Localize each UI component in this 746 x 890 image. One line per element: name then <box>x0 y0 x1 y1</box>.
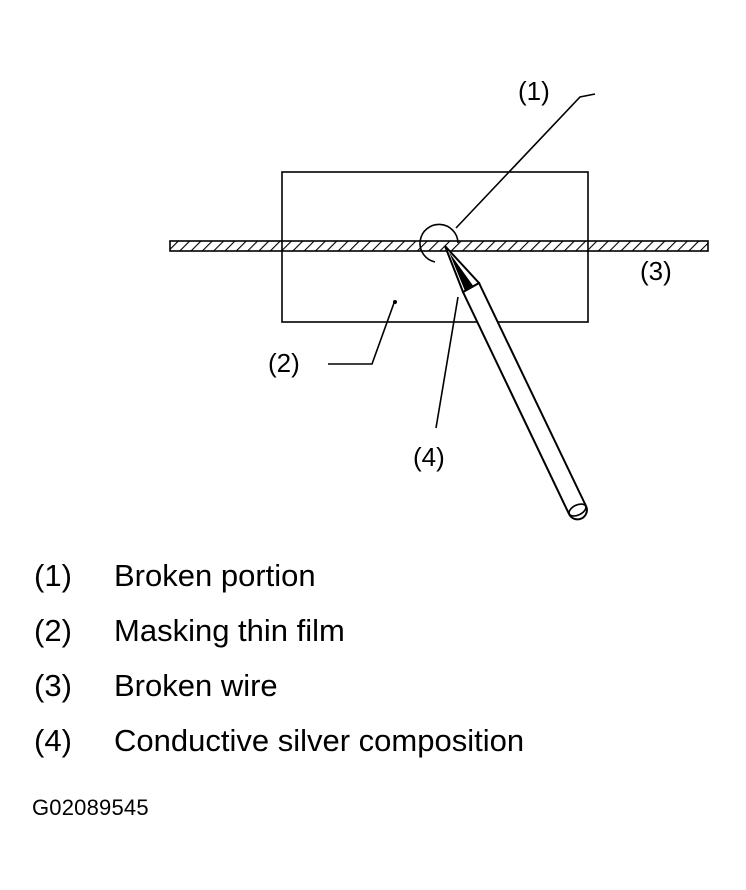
leader-line-1 <box>455 93 596 229</box>
legend-item: (4) Conductive silver composition <box>34 725 734 780</box>
applicator-brush <box>444 245 588 521</box>
legend-label: Masking thin film <box>114 613 345 648</box>
broken-portion-circle <box>419 223 459 263</box>
legend-number: (4) <box>34 723 72 758</box>
callout-2: (2) <box>268 348 300 378</box>
leader-line-2 <box>328 302 395 365</box>
legend-item: (1) Broken portion <box>34 560 734 615</box>
leader-dot-2 <box>393 300 397 304</box>
callout-4: (4) <box>413 442 445 472</box>
broken-wire <box>169 240 709 252</box>
legend-item: (2) Masking thin film <box>34 615 734 670</box>
legend-label: Broken portion <box>114 558 316 593</box>
callout-3: (3) <box>640 256 672 286</box>
callout-1: (1) <box>518 76 550 106</box>
legend-label: Conductive silver composition <box>114 723 525 758</box>
figure-code: G02089545 <box>32 795 149 820</box>
legend-number: (1) <box>34 558 72 593</box>
leader-line-4 <box>435 296 459 429</box>
legend-label: Broken wire <box>114 668 278 703</box>
legend: (1) Broken portion (2) Masking thin film… <box>34 560 734 780</box>
legend-number: (2) <box>34 613 72 648</box>
legend-item: (3) Broken wire <box>34 670 734 725</box>
legend-number: (3) <box>34 668 72 703</box>
